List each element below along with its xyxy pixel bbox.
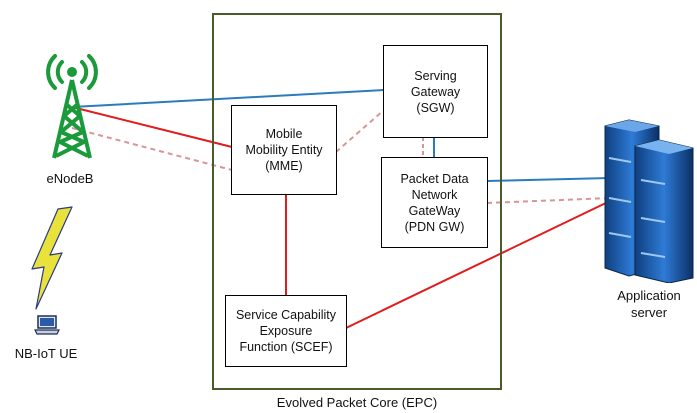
app-server-label: Application server: [617, 288, 681, 320]
pdngw-box: Packet Data Network GateWay (PDN GW): [381, 157, 488, 248]
link-enodeb-mme: [71, 106, 233, 148]
link-mme-sgw-dashed: [335, 109, 385, 153]
epc-boundary: [212, 13, 502, 390]
epc-label: Evolved Packet Core (EPC): [276, 395, 438, 410]
lightning-icon: [31, 206, 73, 310]
scef-box: Service Capability Exposure Function (SC…: [225, 295, 347, 367]
link-pdngw-appserver-dashed: [486, 197, 611, 204]
ue-label: NB-IoT UE: [14, 346, 78, 361]
laptop-icon: [34, 315, 60, 335]
link-pdngw-appserver: [486, 177, 611, 182]
mme-label: Mobile Mobility Entity (MME): [245, 127, 323, 173]
server-rack-icon: [604, 119, 694, 283]
scef-label: Service Capability Exposure Function (SC…: [235, 308, 337, 354]
link-enodeb-sgw: [71, 89, 385, 108]
mme-box: Mobile Mobility Entity (MME): [231, 105, 337, 195]
sgw-box: Serving Gateway (SGW): [383, 45, 488, 138]
link-scef-appserver: [345, 200, 611, 329]
antenna-tower-icon: [46, 54, 98, 159]
pdngw-label: Packet Data Network GateWay (PDN GW): [400, 171, 469, 234]
enodeb-label: eNodeB: [46, 171, 94, 186]
link-enodeb-mme-dashed: [71, 127, 233, 171]
sgw-label: Serving Gateway (SGW): [410, 68, 461, 115]
